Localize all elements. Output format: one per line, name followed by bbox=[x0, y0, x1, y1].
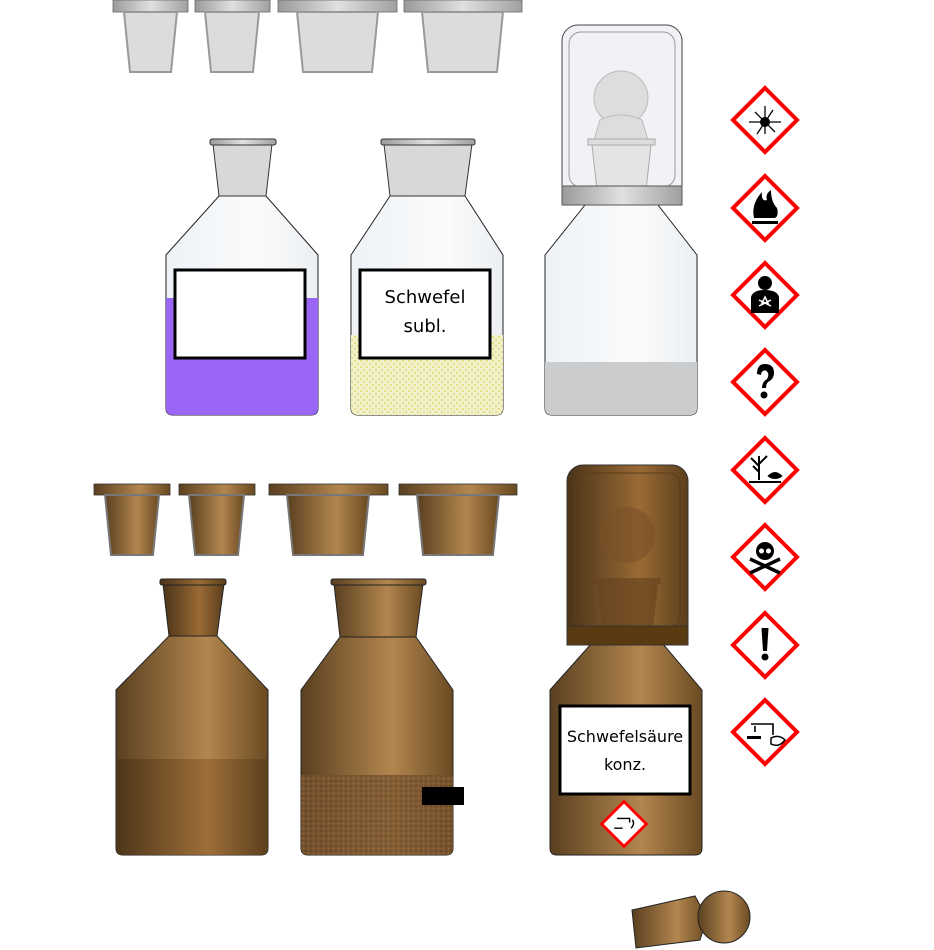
brown-cap-cover[interactable] bbox=[566, 464, 689, 646]
loose-brown-stopper[interactable] bbox=[631, 890, 751, 949]
black-tag bbox=[422, 787, 464, 805]
corrosive-icon-small bbox=[600, 800, 648, 848]
clear-stopper-2[interactable] bbox=[194, 0, 271, 73]
brown-stopper-2[interactable] bbox=[178, 483, 256, 556]
health-hazard-icon[interactable] bbox=[731, 261, 799, 329]
clear-stopper-3[interactable] bbox=[277, 0, 398, 73]
label-text-schwefel: Schwefel bbox=[385, 287, 466, 308]
blank-label bbox=[173, 268, 307, 360]
brown-bottle-liquid[interactable] bbox=[115, 578, 269, 856]
brown-bottle-schwefelsaeure[interactable]: Schwefelsäure konz. bbox=[549, 464, 703, 856]
clear-stopper-4[interactable] bbox=[403, 0, 523, 73]
label-text-schwefelsaeure: Schwefelsäure bbox=[567, 727, 683, 746]
toxic-skull-icon[interactable] bbox=[731, 523, 799, 591]
corrosive-icon[interactable] bbox=[731, 698, 799, 766]
flammable-icon[interactable] bbox=[731, 174, 799, 242]
clear-stopper-1[interactable] bbox=[112, 0, 189, 73]
cap-cover[interactable] bbox=[561, 24, 683, 206]
environment-hazard-icon[interactable] bbox=[731, 436, 799, 504]
brown-stopper-4[interactable] bbox=[398, 483, 518, 556]
unknown-hazard-icon[interactable] bbox=[731, 348, 799, 416]
label-text-konz: konz. bbox=[604, 755, 646, 774]
explosive-icon[interactable] bbox=[731, 86, 799, 154]
exclamation-icon[interactable] bbox=[731, 611, 799, 679]
brown-bottle-powder[interactable] bbox=[300, 578, 464, 856]
brown-stopper-1[interactable] bbox=[93, 483, 171, 556]
label-text-subl: subl. bbox=[404, 316, 447, 337]
bottle-purple-liquid[interactable] bbox=[165, 138, 319, 416]
bottle-sulfur[interactable]: Schwefel subl. bbox=[350, 138, 504, 416]
bottle-clear-capped[interactable] bbox=[544, 24, 698, 416]
brown-stopper-3[interactable] bbox=[268, 483, 389, 556]
